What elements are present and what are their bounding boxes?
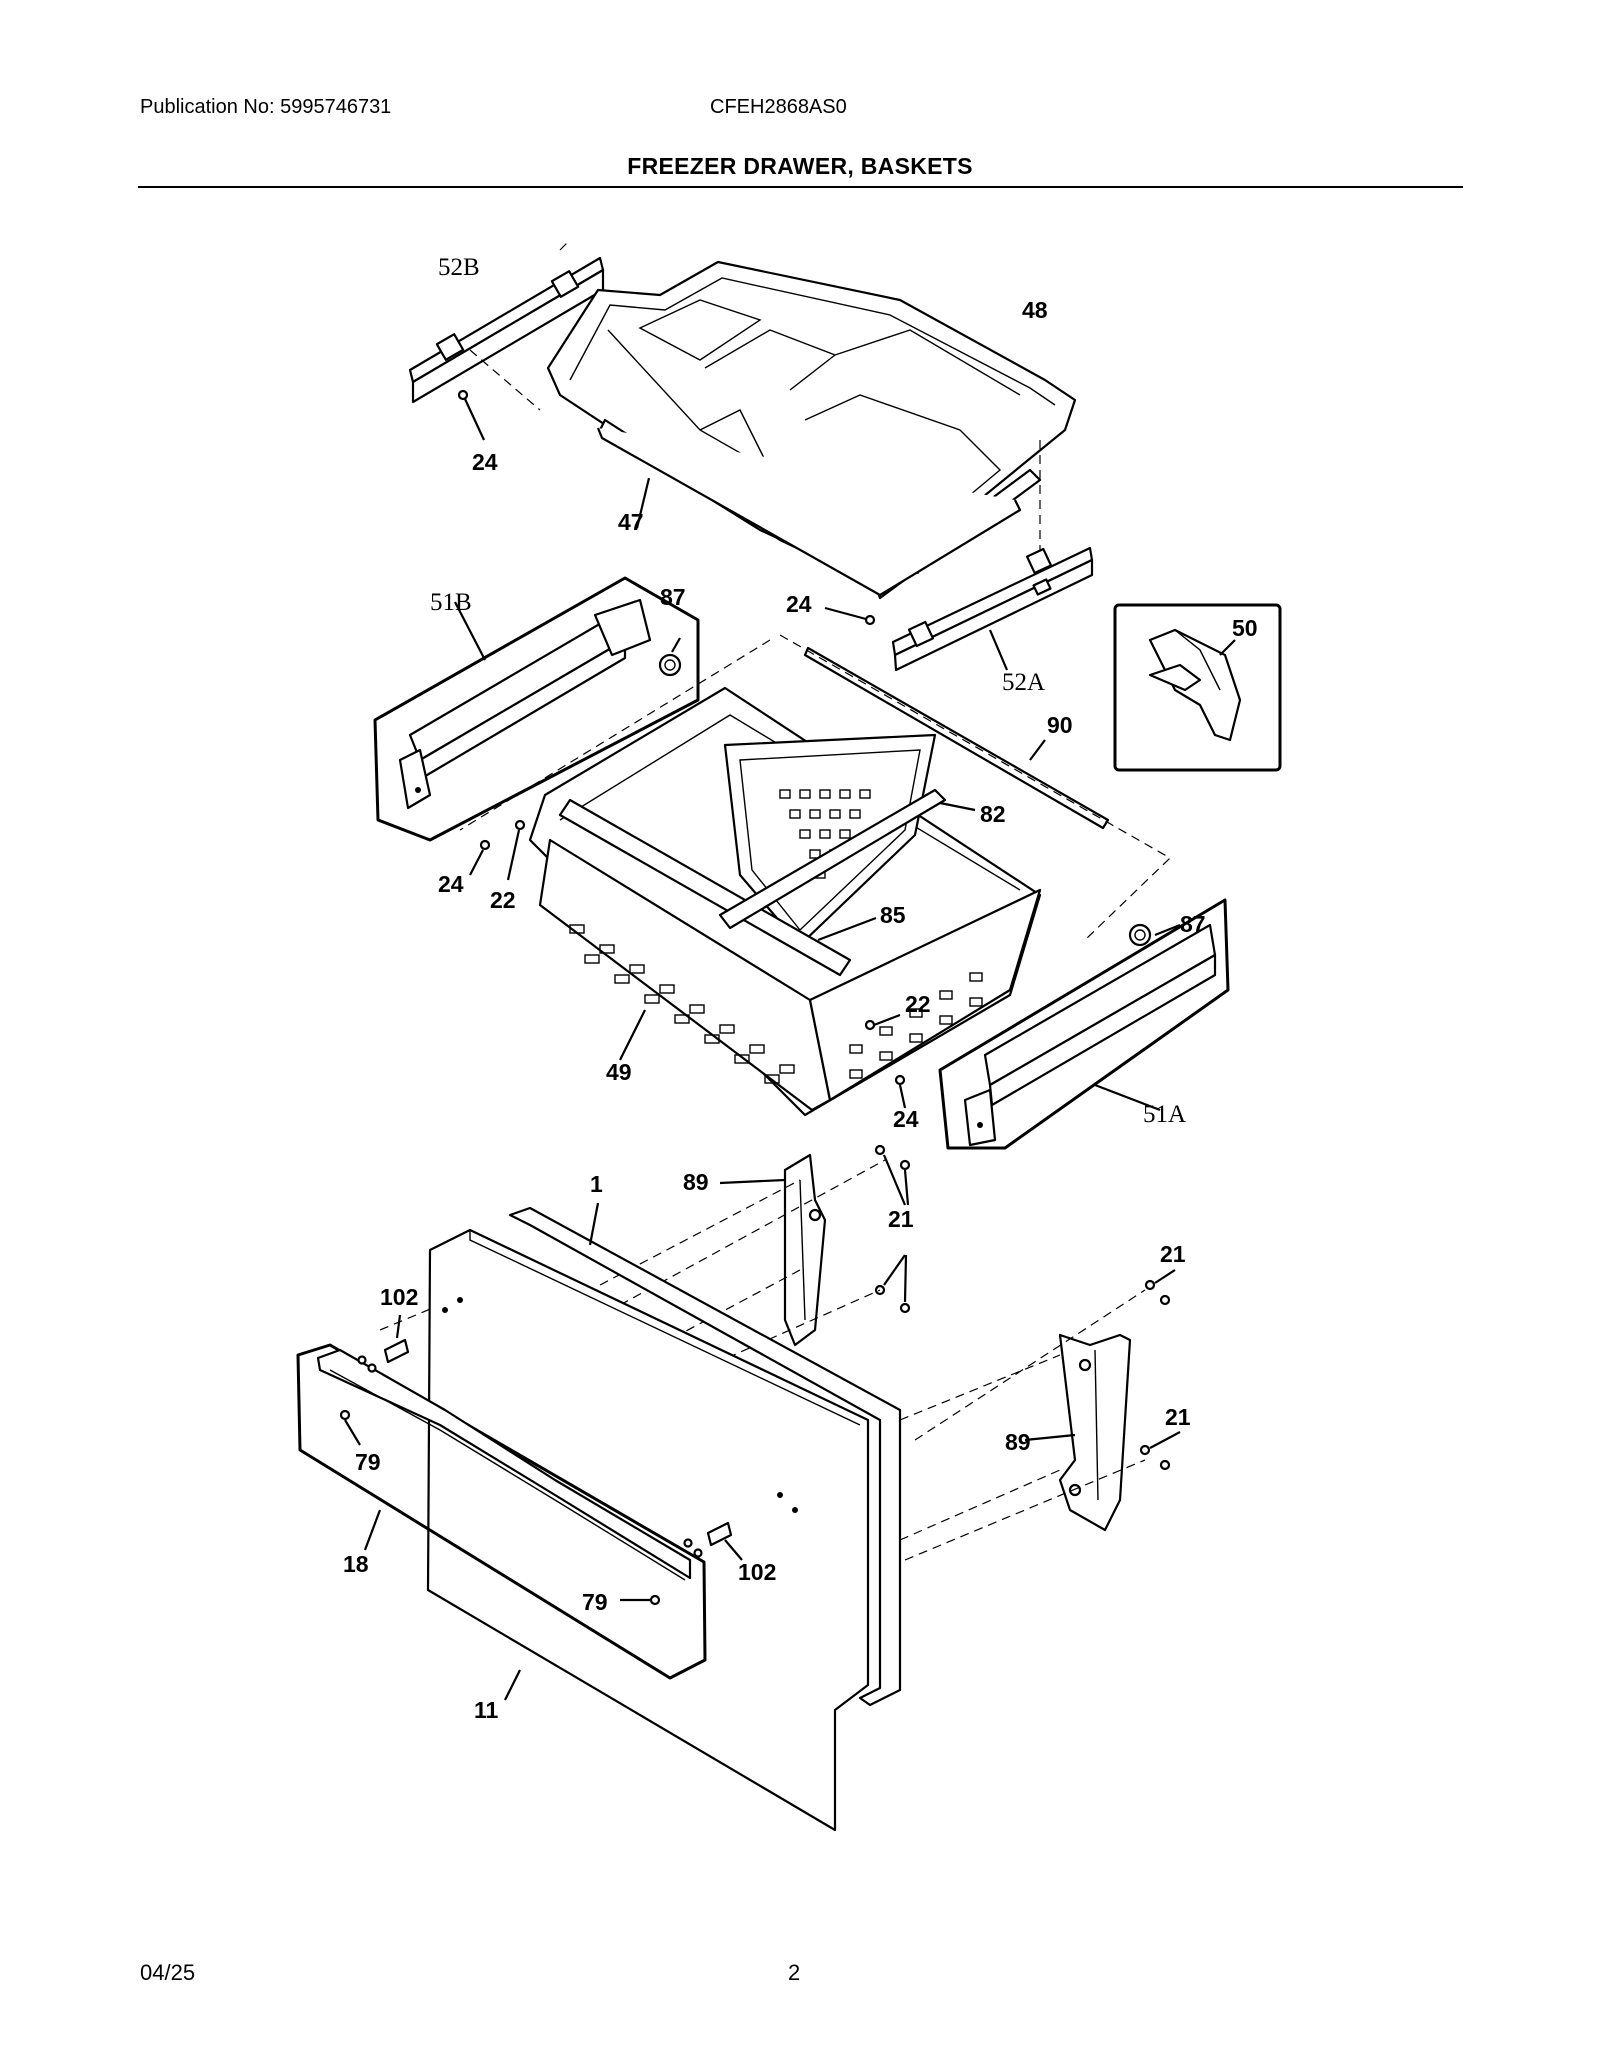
part-51a-slide-box <box>938 898 1230 1150</box>
callout-48: 48 <box>1022 297 1048 323</box>
callout-79-right: 79 <box>582 1589 608 1615</box>
callout-24-mid: 24 <box>786 591 812 617</box>
callout-49: 49 <box>606 1059 632 1085</box>
callout-22-left: 22 <box>490 887 516 913</box>
title-rule <box>138 186 1463 188</box>
screws-left <box>469 819 526 881</box>
callout-21-b: 21 <box>1160 1241 1186 1267</box>
callout-87-left: 87 <box>660 584 686 610</box>
callout-21-c: 21 <box>1165 1404 1191 1430</box>
callout-52a: 52A <box>1002 669 1045 696</box>
model-number: CFEH2868AS0 <box>710 96 847 118</box>
part-1-gasket <box>508 1202 902 1707</box>
callout-24-left: 24 <box>438 871 464 897</box>
part-89-bracket-right <box>1024 1333 1132 1532</box>
callout-21-a: 21 <box>888 1206 914 1232</box>
part-52a-rail <box>824 546 1094 672</box>
callout-82: 82 <box>980 801 1006 827</box>
part-90-rod <box>803 646 1110 830</box>
part-89-bracket-left <box>719 1153 827 1347</box>
callout-89-left: 89 <box>683 1169 709 1195</box>
divider-grid <box>779 789 871 879</box>
callout-52b: 52B <box>438 254 480 281</box>
footer-date: 04/25 <box>140 1960 196 1985</box>
part-85-bar <box>558 788 947 977</box>
footer-page-number: 2 <box>788 1960 801 1985</box>
callout-102-left: 102 <box>380 1284 418 1310</box>
callout-51b: 51B <box>430 589 472 616</box>
screws-21 <box>874 1144 1181 1471</box>
callout-24-right: 24 <box>893 1106 919 1132</box>
publication-number: Publication No: 5995746731 <box>140 96 392 118</box>
callout-50: 50 <box>1232 615 1258 641</box>
basket-vents-right <box>849 972 983 1079</box>
callout-89-right: 89 <box>1005 1429 1031 1455</box>
callout-102-right: 102 <box>738 1559 776 1585</box>
callout-87-right: 87 <box>1180 911 1206 937</box>
callout-79-left: 79 <box>355 1449 381 1475</box>
callout-85: 85 <box>880 902 906 928</box>
part-18-handle-box <box>296 1343 707 1680</box>
screws-right <box>864 1013 907 1109</box>
callout-22-right: 22 <box>905 991 931 1017</box>
callout-24-top: 24 <box>472 449 498 475</box>
callout-11: 11 <box>474 1697 499 1723</box>
part-47-tray <box>596 427 1022 597</box>
callout-51a: 51A <box>1143 1101 1186 1128</box>
callout-47: 47 <box>618 509 644 535</box>
part-102-clips <box>357 1314 743 1561</box>
part-51b-slide-box <box>373 576 700 842</box>
part-50-inset <box>1113 603 1282 772</box>
basket-vents-left <box>569 924 795 1084</box>
callout-18: 18 <box>343 1551 369 1577</box>
page-title: FREEZER DRAWER, BASKETS <box>627 153 973 179</box>
callout-90: 90 <box>1047 712 1073 738</box>
callout-1: 1 <box>590 1171 603 1197</box>
